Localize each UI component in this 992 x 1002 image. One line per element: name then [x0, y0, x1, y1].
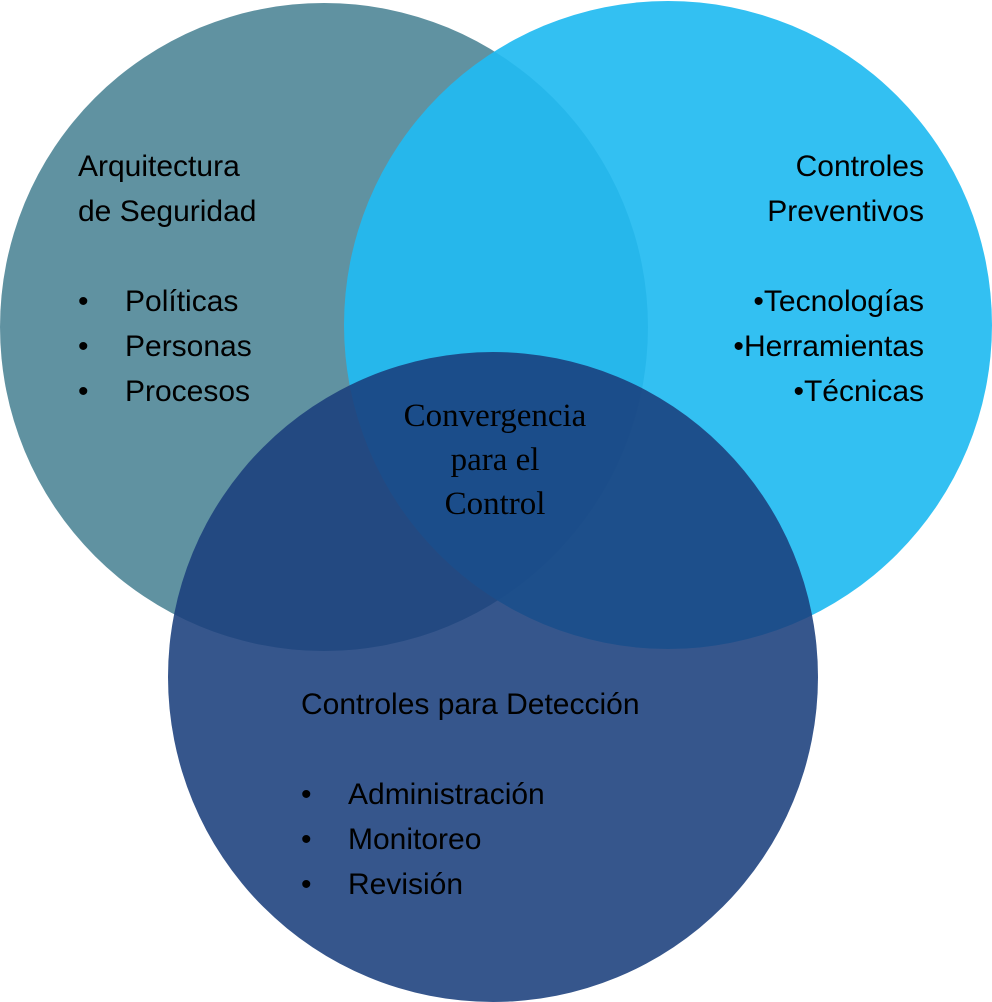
list-item: •Técnicas: [793, 375, 924, 408]
list-item: •Revisión: [301, 868, 464, 901]
list-item: •Personas: [78, 330, 252, 363]
arquitectura-title: Arquitectura de Seguridad: [78, 150, 257, 228]
list-item: •Procesos: [78, 375, 251, 408]
deteccion-list: •Administración •Monitoreo •Revisión: [301, 772, 640, 907]
list-item: •Administración: [301, 778, 545, 811]
preventivos-list: •Tecnologías •Herramientas •Técnicas: [700, 279, 924, 414]
deteccion-title: Controles para Detección: [301, 688, 640, 721]
list-item: •Políticas: [78, 285, 239, 318]
list-item: •Monitoreo: [301, 823, 482, 856]
circle-deteccion: [168, 352, 818, 1002]
label-arquitectura: Arquitectura de Seguridad •Políticas •Pe…: [78, 144, 256, 414]
label-deteccion: Controles para Detección •Administración…: [301, 682, 640, 907]
preventivos-title: Controles Preventivos: [767, 150, 924, 228]
label-preventivos: Controles Preventivos •Tecnologías •Herr…: [700, 144, 924, 414]
arquitectura-list: •Políticas •Personas •Procesos: [78, 279, 256, 414]
list-item: •Tecnologías: [753, 285, 924, 318]
center-label-convergencia: Convergencia para el Control: [403, 398, 587, 522]
list-item: •Herramientas: [733, 330, 924, 363]
